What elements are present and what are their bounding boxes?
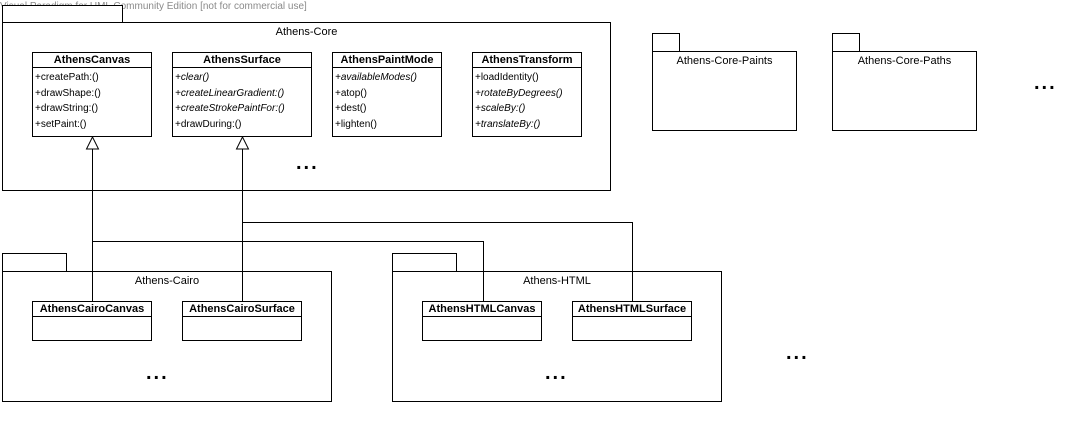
package-tab-paths <box>832 33 860 52</box>
operation: +drawShape:() <box>35 87 101 99</box>
class-athens-canvas[interactable]: AthensCanvas +createPath:() +drawShape:(… <box>32 52 152 137</box>
class-name: AthensHTMLSurface <box>573 302 691 317</box>
package-athens-core-paths[interactable]: Athens-Core-Paths <box>832 51 977 131</box>
ellipsis-more: ... <box>786 342 809 364</box>
class-name: AthensHTMLCanvas <box>423 302 541 317</box>
operation: +createLinearGradient:() <box>175 87 285 99</box>
package-tab-paints <box>652 33 680 52</box>
class-name: AthensCanvas <box>33 53 151 68</box>
class-name: AthensCairoSurface <box>183 302 301 317</box>
operation: +atop() <box>335 87 367 99</box>
package-name-html: Athens-HTML <box>523 275 591 287</box>
operation: +lighten() <box>335 118 377 130</box>
class-athens-html-canvas[interactable]: AthensHTMLCanvas <box>422 301 542 341</box>
class-athens-surface[interactable]: AthensSurface +clear() +createLinearGrad… <box>172 52 312 137</box>
watermark-text: Visual Paradigm for UML Community Editio… <box>0 1 307 12</box>
operation: +translateBy:() <box>475 118 541 130</box>
ellipsis-core: ... <box>296 152 319 174</box>
package-name-paths: Athens-Core-Paths <box>857 55 952 67</box>
operation: +clear() <box>175 72 210 83</box>
class-name: AthensTransform <box>473 53 581 68</box>
class-name: AthensCairoCanvas <box>33 302 151 317</box>
operation: +drawDuring:() <box>175 118 242 130</box>
package-name-paints: Athens-Core-Paints <box>676 55 773 67</box>
operation: +setPaint:() <box>35 118 87 130</box>
ellipsis-html: ... <box>545 362 568 384</box>
class-athens-paint-mode[interactable]: AthensPaintMode +availableModes() +atop(… <box>332 52 442 137</box>
class-name: AthensPaintMode <box>333 53 441 68</box>
operation: +dest() <box>335 103 367 114</box>
class-name: AthensSurface <box>173 53 311 68</box>
operation: +createStrokePaintFor:() <box>175 103 285 114</box>
package-athens-core-paints[interactable]: Athens-Core-Paints <box>652 51 797 131</box>
package-name-cairo: Athens-Cairo <box>134 275 200 287</box>
operation: +rotateByDegrees() <box>475 87 563 99</box>
package-tab-cairo <box>2 253 67 272</box>
operation: +scaleBy:() <box>475 103 526 114</box>
operation: +loadIdentity() <box>475 72 539 83</box>
operation: +availableModes() <box>335 72 417 83</box>
class-athens-transform[interactable]: AthensTransform +loadIdentity() +rotateB… <box>472 52 582 137</box>
package-tab-core <box>2 5 123 23</box>
operation: +createPath:() <box>35 72 99 83</box>
class-athens-html-surface[interactable]: AthensHTMLSurface <box>572 301 692 341</box>
ellipsis-packages: ... <box>1034 72 1057 94</box>
package-name-core: Athens-Core <box>275 26 338 38</box>
operation: +drawString:() <box>35 103 99 114</box>
class-athens-cairo-surface[interactable]: AthensCairoSurface <box>182 301 302 341</box>
class-athens-cairo-canvas[interactable]: AthensCairoCanvas <box>32 301 152 341</box>
package-tab-html <box>392 253 457 272</box>
ellipsis-cairo: ... <box>146 362 169 384</box>
